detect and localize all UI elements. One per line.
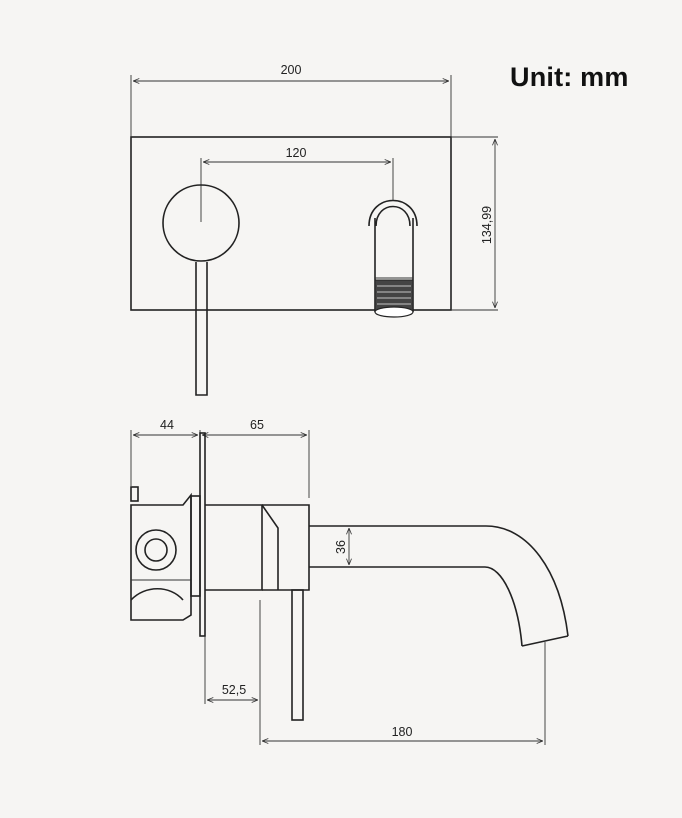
in-wall-body [130,492,192,621]
collar-bevel [261,504,279,590]
aerator-outlet [374,306,414,318]
spout-inner-curve [375,205,411,227]
plate-flange [190,495,201,597]
aerator-mesh [377,285,411,305]
mixer-knob [162,184,240,262]
dim-width-label: 200 [281,63,302,77]
mixer-lever [195,262,208,396]
body-curve [130,588,184,601]
valve-ring-outer [135,529,177,571]
side-view: 44 65 36 [130,418,569,745]
dim-spacing-label: 120 [286,146,307,160]
dim-reach-label: 180 [392,725,413,739]
unit-label: Unit: mm [510,62,629,92]
spout-top-curve [368,199,418,227]
spout-bottom-edge [309,566,523,647]
mixer-collar [262,504,310,591]
dim-plate-to-spout-label: 65 [250,418,264,432]
body-top-cap [130,486,139,502]
valve-ring-inner [144,538,168,562]
front-view: 200 134,99 120 [130,63,498,396]
spout-top-edge [309,525,569,637]
side-lever [291,589,304,721]
dim-spout-diameter-label: 36 [334,540,348,554]
dim-handle-offset-label: 52,5 [222,683,246,697]
mixer-body [205,504,263,591]
dim-height-label: 134,99 [480,206,494,244]
spout-outlet [521,635,569,647]
dim-body-depth-label: 44 [160,418,174,432]
wall-plate [130,136,452,311]
